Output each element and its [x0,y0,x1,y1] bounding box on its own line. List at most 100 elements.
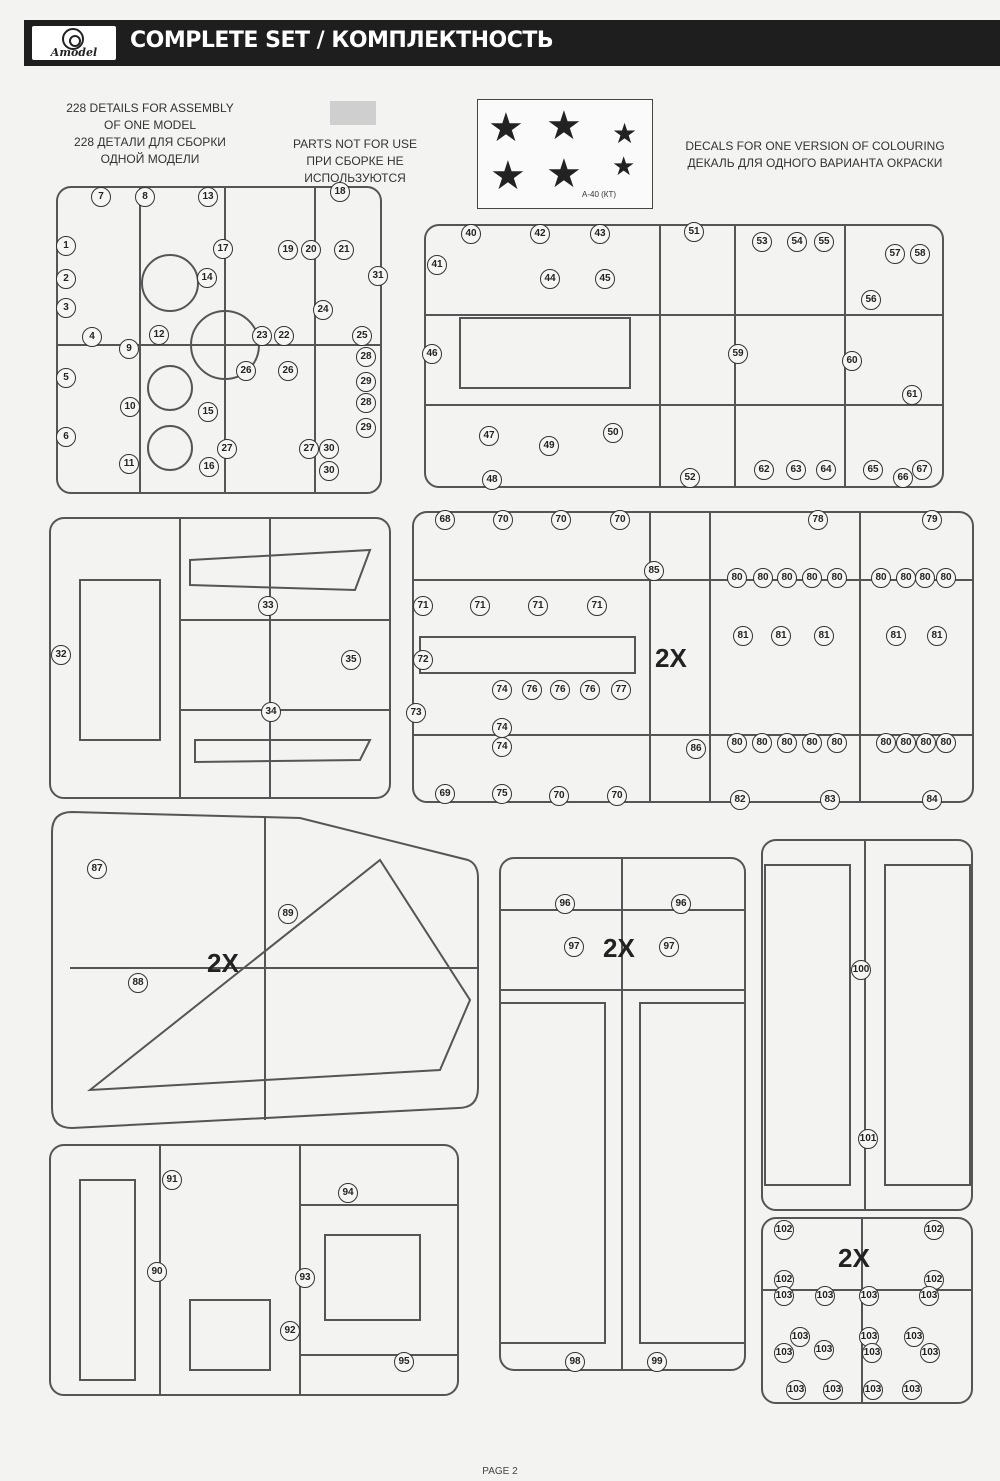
part-number-callout: 49 [539,436,559,456]
part-number-callout: 88 [128,973,148,993]
part-number-callout: 51 [684,222,704,242]
part-number-callout: 16 [199,457,219,477]
glider-tail-part [79,1179,136,1381]
part-number-callout: 80 [827,733,847,753]
part-number-callout: 13 [198,187,218,207]
part-number-callout: 80 [827,568,847,588]
part-number-callout: 81 [814,626,834,646]
part-number-callout: 40 [461,224,481,244]
part-number-callout: 103 [774,1343,794,1363]
part-number-callout: 96 [555,894,575,914]
decals-note: DECALS FOR ONE VERSION OF COLOURING ДЕКА… [680,138,950,172]
part-number-callout: 5 [56,368,76,388]
star-decal-icon: ★ [546,104,582,148]
sprue-frame-e [51,810,479,1130]
unused-parts-note: PARTS NOT FOR USE ПРИ СБОРКЕ НЕ ИСПОЛЬЗУ… [255,136,455,187]
part-number-callout: 25 [352,326,372,346]
part-number-callout: 83 [820,790,840,810]
part-number-callout: 91 [162,1170,182,1190]
page-number: PAGE 2 [482,1466,518,1477]
part-number-callout: 26 [236,361,256,381]
part-number-callout: 56 [861,290,881,310]
part-number-callout: 14 [197,268,217,288]
part-number-callout: 103 [790,1327,810,1347]
part-number-callout: 80 [915,568,935,588]
part-number-callout: 80 [727,733,747,753]
part-number-callout: 103 [774,1286,794,1306]
part-number-callout: 34 [261,702,281,722]
part-number-callout: 45 [595,269,615,289]
part-number-callout: 19 [278,240,298,260]
wing-panel-part [764,864,851,1186]
part-number-callout: 86 [686,739,706,759]
part-number-callout: 103 [904,1327,924,1347]
page-title: COMPLETE SET / КОМПЛЕКТНОСТЬ [130,28,554,53]
star-decal-icon: ★ [612,118,638,149]
part-number-callout: 43 [590,224,610,244]
part-number-callout: 65 [863,460,883,480]
part-number-callout: 98 [565,1352,585,1372]
part-number-callout: 2 [56,269,76,289]
hull-plate-part [459,317,631,389]
part-number-callout: 74 [492,718,512,738]
wing-panel-part [639,1002,746,1344]
part-number-callout: 71 [528,596,548,616]
part-number-callout: 70 [493,510,513,530]
axle-part [419,636,636,674]
part-number-callout: 28 [356,393,376,413]
part-number-callout: 20 [301,240,321,260]
part-number-callout: 87 [87,859,107,879]
part-number-callout: 96 [671,894,691,914]
part-number-callout: 69 [435,784,455,804]
sprue-frame-c [49,517,391,799]
part-number-callout: 103 [815,1286,835,1306]
part-number-callout: 80 [896,568,916,588]
part-number-callout: 68 [435,510,455,530]
part-number-callout: 24 [313,300,333,320]
star-decal-icon: ★ [490,154,526,198]
part-number-callout: 59 [728,344,748,364]
sprue-frame-b [424,224,944,488]
part-number-callout: 94 [338,1183,358,1203]
part-number-callout: 30 [319,461,339,481]
details-ru: 228 ДЕТАЛИ ДЛЯ СБОРКИ [74,135,226,149]
part-number-callout: 80 [727,568,747,588]
part-number-callout: 22 [274,326,294,346]
panel-part [324,1234,421,1321]
part-number-callout: 17 [213,239,233,259]
part-number-callout: 79 [922,510,942,530]
part-number-callout: 103 [859,1286,879,1306]
two-x-multiplier: 2X [655,643,687,673]
part-number-callout: 44 [540,269,560,289]
part-number-callout: 80 [916,733,936,753]
part-number-callout: 70 [607,786,627,806]
part-number-callout: 28 [356,347,376,367]
part-number-callout: 103 [823,1380,843,1400]
sprue-frame-h [761,839,973,1211]
part-number-callout: 81 [927,626,947,646]
part-number-callout: 85 [644,561,664,581]
star-decal-icon: ★ [488,106,524,150]
part-number-callout: 57 [885,244,905,264]
details-count-note: 228 DETAILS FOR ASSEMBLY OF ONE MODEL 22… [60,100,240,168]
part-number-callout: 21 [334,240,354,260]
part-number-callout: 99 [647,1352,667,1372]
part-number-callout: 80 [777,733,797,753]
two-x-multiplier: 2X [838,1243,870,1273]
part-number-callout: 100 [851,960,871,980]
part-number-callout: 77 [611,680,631,700]
part-number-callout: 50 [603,423,623,443]
unused-en: PARTS NOT FOR USE [292,137,418,151]
sprue-frame-i [761,1217,973,1404]
part-number-callout: 55 [814,232,834,252]
part-number-callout: 74 [492,680,512,700]
turret-ring-part [147,365,193,411]
part-number-callout: 80 [777,568,797,588]
part-number-callout: 95 [394,1352,414,1372]
wing-panel-part [499,1002,606,1344]
part-number-callout: 78 [808,510,828,530]
part-number-callout: 27 [217,439,237,459]
unused-ru: ПРИ СБОРКЕ НЕ ИСПОЛЬЗУЮТСЯ [304,154,406,185]
turret-ring-part [147,425,193,471]
part-number-callout: 48 [482,470,502,490]
